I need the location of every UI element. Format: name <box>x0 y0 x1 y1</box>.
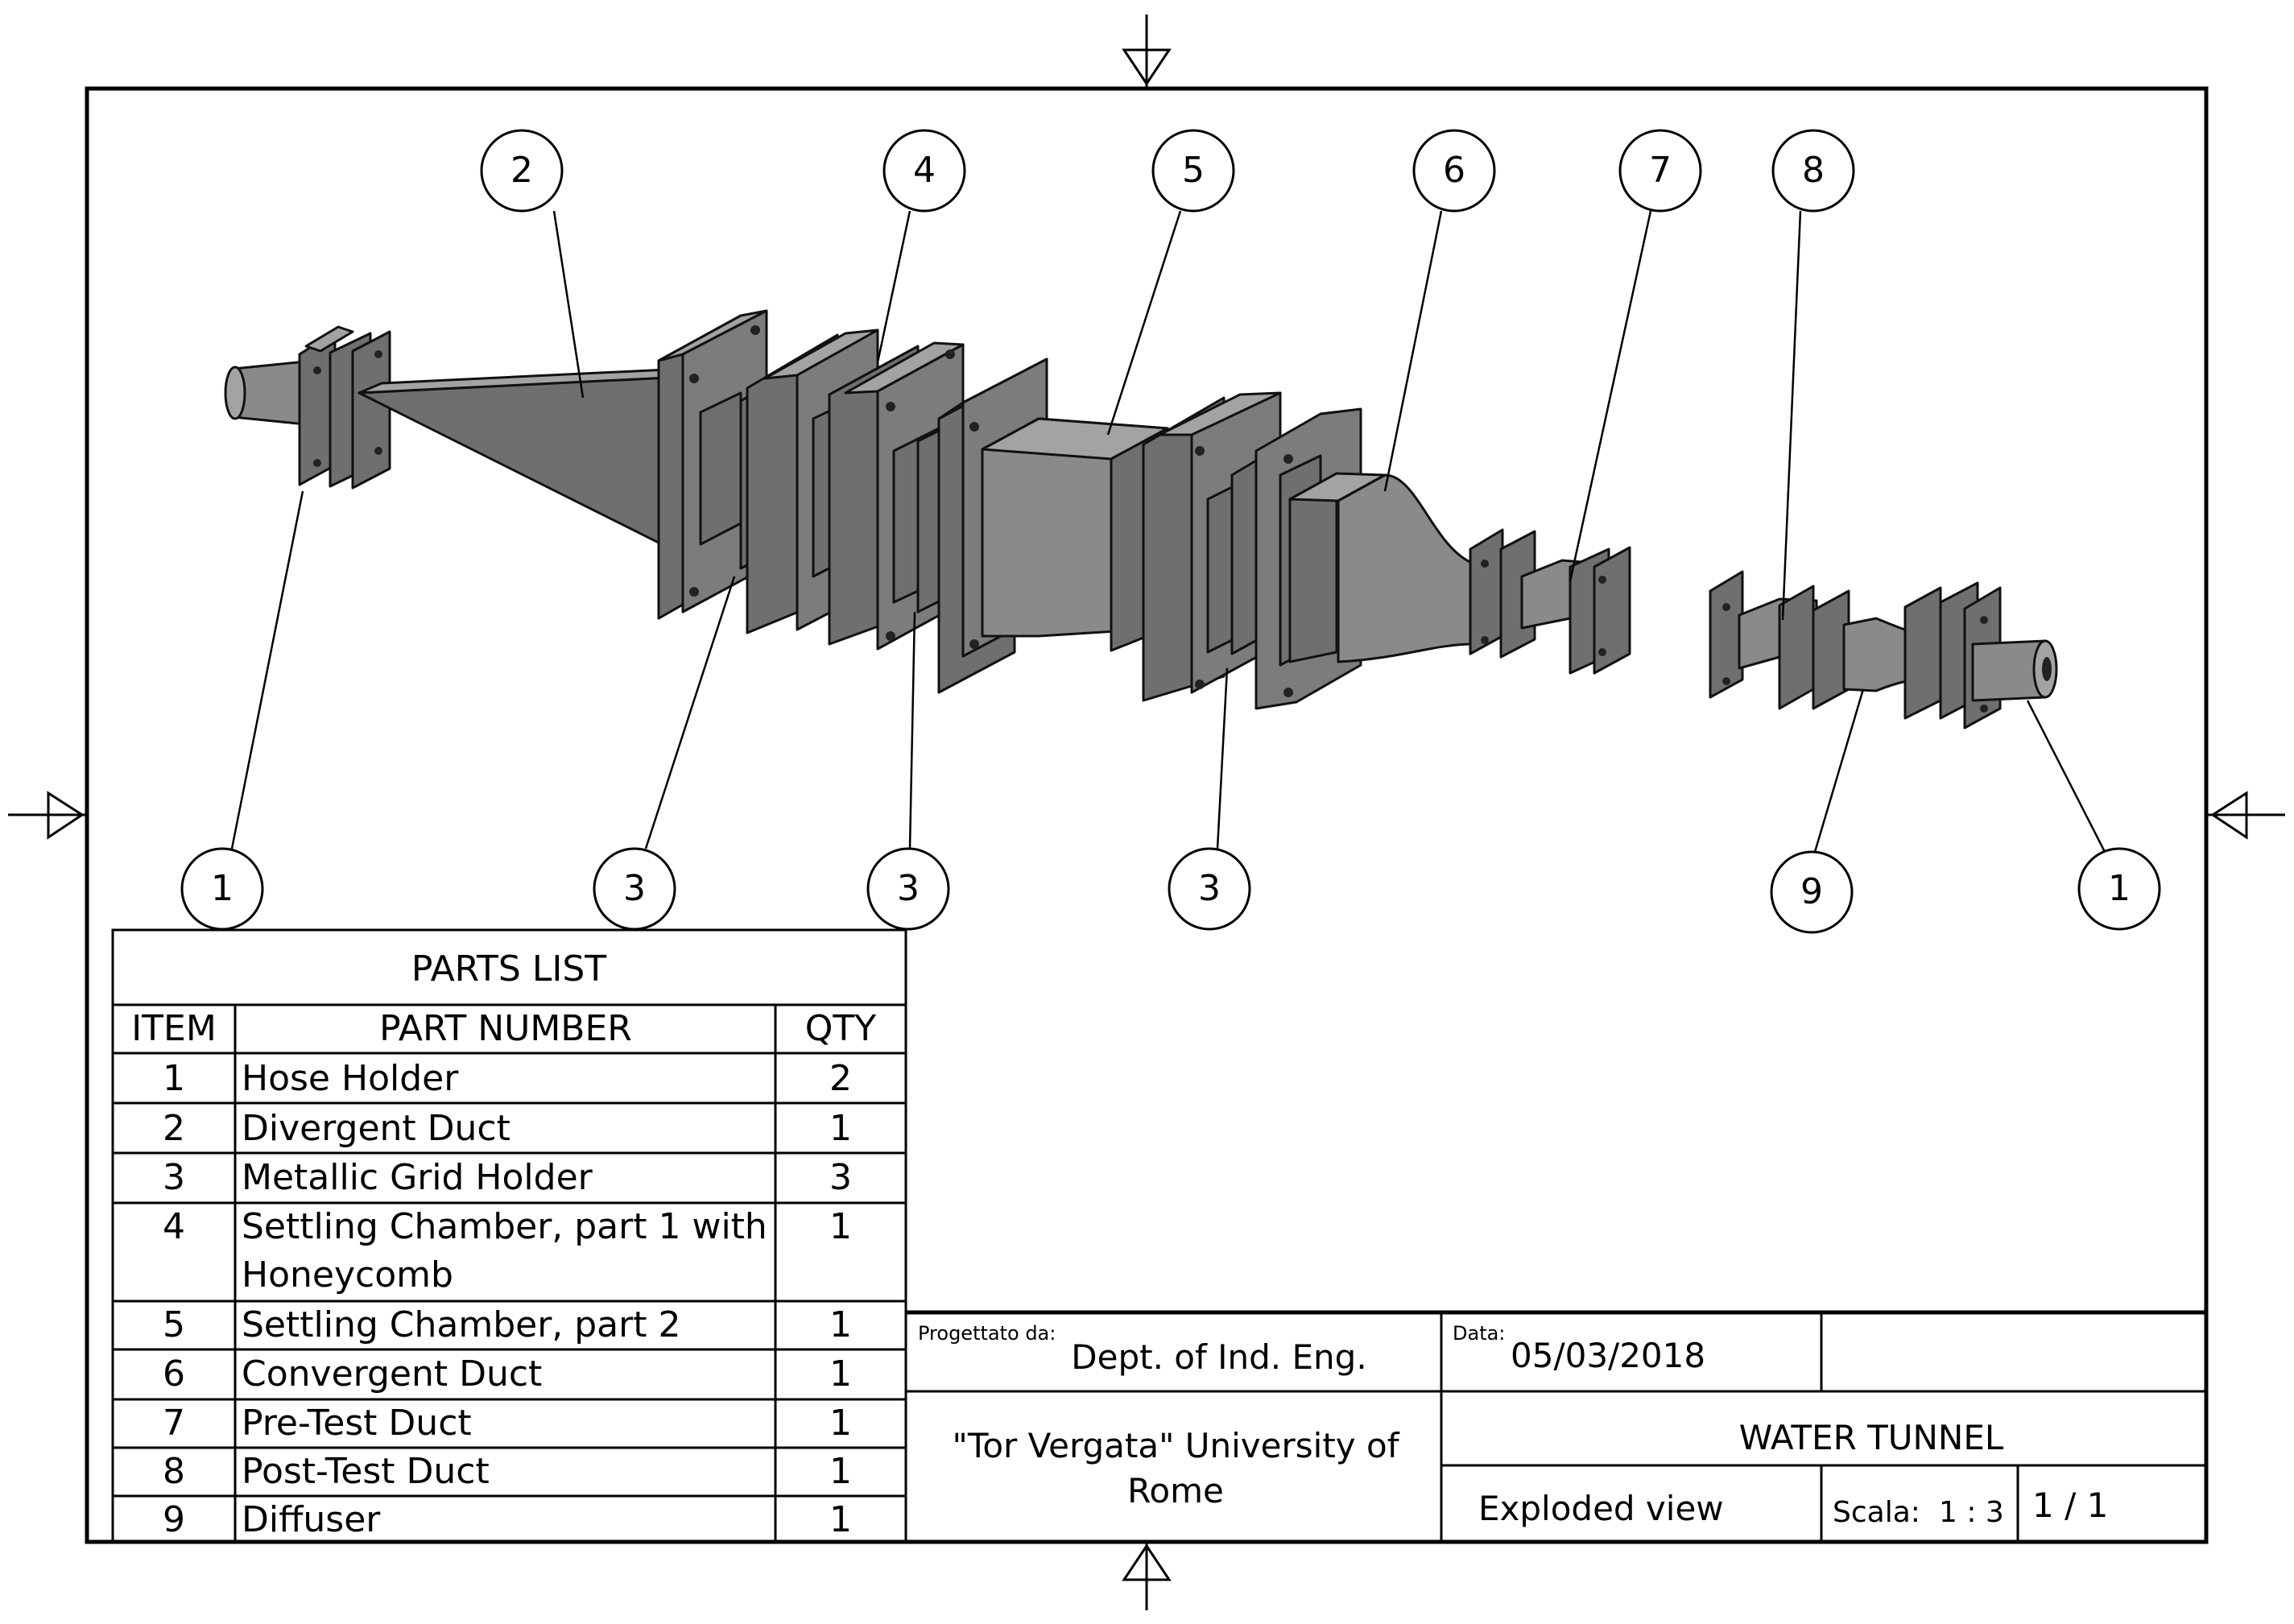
row-part: Convergent Duct <box>242 1353 542 1395</box>
balloon-5-label: 5 <box>1182 150 1205 191</box>
university-line-2: Rome <box>1127 1471 1224 1510</box>
row-part: Hose Holder <box>242 1058 459 1099</box>
balloon-3-c: 3 <box>1168 847 1251 931</box>
drawing-title: WATER TUNNEL <box>1739 1418 2004 1457</box>
date-value: 05/03/2018 <box>1511 1336 1705 1375</box>
post-test-duct <box>1709 570 1850 710</box>
row-qty: 3 <box>829 1157 852 1198</box>
row-part: Settling Chamber, part 1 with <box>242 1206 767 1247</box>
row-qty: 1 <box>829 1108 852 1149</box>
scale-label: Scala: <box>1833 1496 1920 1529</box>
hose-holder-left <box>224 325 391 490</box>
balloon-1-right-label: 1 <box>2108 868 2131 909</box>
row-qty: 2 <box>829 1058 852 1099</box>
balloon-4-label: 4 <box>913 150 936 191</box>
balloon-3-b-label: 3 <box>897 868 920 909</box>
row-item: 3 <box>163 1157 185 1198</box>
balloon-7-label: 7 <box>1649 150 1672 191</box>
row-qty: 1 <box>829 1304 852 1345</box>
exploded-assembly <box>224 309 2058 729</box>
view-label: Exploded view <box>1478 1489 1724 1528</box>
divergent-duct <box>358 367 686 557</box>
designed-by-label: Progettato da: <box>918 1322 1056 1345</box>
balloon-1-right: 1 <box>2077 847 2161 931</box>
balloon-2-label: 2 <box>510 150 533 191</box>
row-part: Diffuser <box>242 1499 381 1540</box>
sheet-number: 1 / 1 <box>2032 1486 2108 1525</box>
row-item: 8 <box>163 1451 185 1492</box>
row-item: 1 <box>163 1058 185 1099</box>
pre-test-duct <box>1469 528 1631 675</box>
title-block: Progettato da: Dept. of Ind. Eng. Data: … <box>904 1310 2206 1542</box>
parts-list-title: PARTS LIST <box>411 948 606 990</box>
row-qty: 1 <box>829 1403 852 1444</box>
balloon-3-a: 3 <box>593 847 676 931</box>
convergent-duct <box>1288 472 1475 663</box>
row-part: Settling Chamber, part 2 <box>242 1304 680 1345</box>
settling-chamber-part-2 <box>937 357 1169 694</box>
university-line-1: "Tor Vergata" University of <box>953 1426 1400 1465</box>
row-qty: 1 <box>829 1206 852 1247</box>
row-qty: 1 <box>829 1353 852 1395</box>
bottom-centering-arrow <box>1122 1542 1172 1610</box>
diffuser <box>1842 581 1979 720</box>
leader-lines <box>230 210 2106 853</box>
header-item: ITEM <box>131 1008 217 1049</box>
row-qty: 1 <box>829 1451 852 1492</box>
header-part-number: PART NUMBER <box>379 1008 632 1049</box>
row-part: Divergent Duct <box>242 1108 510 1149</box>
row-item: 7 <box>163 1403 185 1444</box>
row-part: Post-Test Duct <box>242 1451 490 1492</box>
top-centering-arrow <box>1122 14 1172 89</box>
balloon-8-label: 8 <box>1802 150 1825 191</box>
row-qty: 1 <box>829 1499 852 1540</box>
balloon-3-c-label: 3 <box>1198 868 1221 909</box>
balloon-6: 6 <box>1412 129 1496 213</box>
right-centering-arrow <box>2206 791 2285 840</box>
date-label: Data: <box>1453 1322 1505 1345</box>
divergent-flange <box>657 309 768 620</box>
balloon-9-label: 9 <box>1800 871 1823 912</box>
balloon-6-label: 6 <box>1443 150 1465 191</box>
left-centering-arrow <box>8 791 87 840</box>
balloon-4: 4 <box>882 129 966 213</box>
row-part-line2: Honeycomb <box>242 1254 453 1295</box>
scale-value: 1 : 3 <box>1939 1496 2004 1529</box>
header-qty: QTY <box>805 1008 877 1049</box>
balloon-9: 9 <box>1770 850 1854 934</box>
parts-list-table: PARTS LIST ITEM PART NUMBER QTY 1 Hose H… <box>111 928 907 1543</box>
row-item: 9 <box>163 1499 185 1540</box>
row-item: 4 <box>163 1206 185 1247</box>
balloon-1-left: 1 <box>180 847 264 931</box>
hose-holder-right <box>1963 586 2058 729</box>
row-item: 6 <box>163 1353 185 1395</box>
balloon-7: 7 <box>1618 129 1702 213</box>
balloon-3-a-label: 3 <box>623 868 646 909</box>
row-item: 5 <box>163 1304 185 1345</box>
balloon-2: 2 <box>480 129 564 213</box>
row-part: Pre-Test Duct <box>242 1403 472 1444</box>
designed-by-value: Dept. of Ind. Eng. <box>1071 1337 1366 1377</box>
row-part: Metallic Grid Holder <box>242 1157 593 1198</box>
balloon-8: 8 <box>1771 129 1855 213</box>
balloon-1-left-label: 1 <box>211 868 234 909</box>
row-item: 2 <box>163 1108 185 1149</box>
balloon-5: 5 <box>1151 129 1235 213</box>
balloon-3-b: 3 <box>866 847 950 931</box>
